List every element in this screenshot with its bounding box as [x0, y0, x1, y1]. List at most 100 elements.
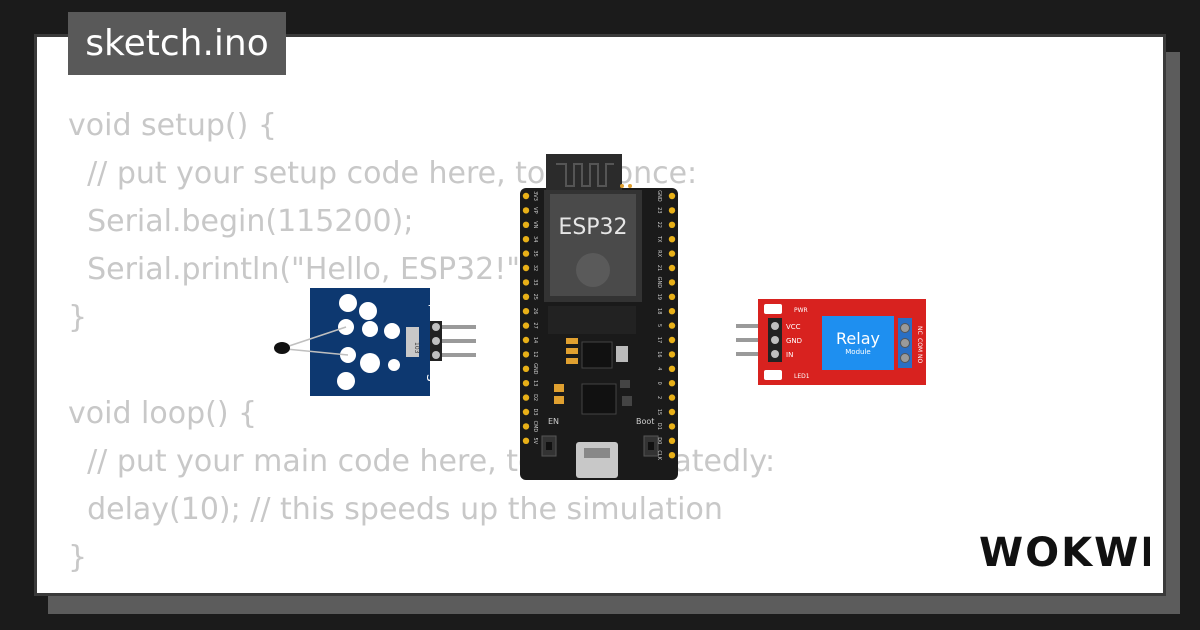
pin-pad[interactable]: [522, 264, 530, 272]
pin-pad[interactable]: [668, 279, 676, 286]
pin-label: GND: [656, 277, 662, 289]
usb-port[interactable]: [576, 442, 618, 478]
resistor-label: 103: [413, 342, 420, 354]
pin-pad[interactable]: [522, 437, 530, 444]
temperature-sensor-module[interactable]: 103 - S: [268, 285, 480, 400]
pin-label: 2: [656, 396, 662, 399]
pin-label: 14: [532, 337, 538, 343]
pin-pad[interactable]: [522, 365, 530, 372]
file-tab[interactable]: sketch.ino: [68, 12, 286, 75]
pin-label: D2: [532, 394, 538, 401]
pin-label: 26: [532, 308, 538, 314]
pin-pad[interactable]: [522, 336, 530, 344]
pin-pad[interactable]: [668, 394, 676, 401]
wokwi-logo: WOKWI: [979, 530, 1150, 576]
pin-pad[interactable]: [668, 236, 676, 243]
usb-port-slot: [584, 448, 610, 458]
code-line: void setup() {: [68, 108, 277, 143]
pin-pad[interactable]: [668, 423, 676, 430]
relay-title: Relay: [836, 329, 880, 348]
code-editor[interactable]: void setup() { // put your setup code he…: [68, 102, 775, 582]
boot-button-label: Boot: [636, 417, 654, 426]
relay-pin-label: VCC: [786, 323, 801, 331]
pin-label: 5: [656, 324, 662, 327]
pin-pad[interactable]: [522, 308, 530, 315]
sensor-resistor: [406, 327, 419, 357]
pin-label: 32: [532, 265, 538, 271]
pin-label: 34: [532, 236, 538, 242]
pin-pad[interactable]: [522, 236, 530, 243]
pin-label: 5V: [532, 437, 538, 444]
terminal-label-nc: NC: [916, 326, 923, 335]
en-button-label: EN: [548, 417, 559, 426]
pin-label: 13: [532, 380, 538, 386]
pin-pad[interactable]: [522, 394, 530, 401]
pin-pad[interactable]: [668, 408, 676, 416]
pin-pad[interactable]: [522, 380, 530, 387]
pin-pad[interactable]: [522, 221, 530, 228]
pin-pad[interactable]: [668, 322, 676, 329]
pin-pad[interactable]: [668, 192, 676, 200]
pin-pad[interactable]: [668, 380, 676, 387]
pin-label: VP: [532, 207, 538, 213]
terminal-label-com: COM: [916, 338, 923, 352]
pin-label: D1: [656, 423, 662, 430]
pin-pad[interactable]: [522, 423, 530, 430]
pin-label: TX: [656, 235, 662, 243]
code-line: Serial.println("Hello, ESP32!");: [68, 252, 542, 287]
pin-pad[interactable]: [522, 408, 530, 416]
pin-pad[interactable]: [668, 365, 676, 372]
pin-pad[interactable]: [668, 437, 676, 444]
pwr-label: PWR: [794, 307, 808, 314]
pin-label: 16: [656, 351, 662, 357]
code-line: }: [68, 300, 88, 335]
pin-label: CMD: [532, 421, 538, 433]
pin-pad[interactable]: [522, 250, 530, 257]
pin-pad[interactable]: [668, 221, 676, 228]
code-line: delay(10); // this speeds up the simulat…: [68, 492, 723, 527]
led1-label: LED1: [794, 373, 810, 380]
pin-label: 4: [656, 367, 662, 370]
relay-block: [822, 316, 894, 370]
pin-label: GND: [532, 363, 538, 375]
pin-label: GND: [656, 190, 662, 202]
terminal-label-no: NO: [916, 354, 923, 363]
code-line: // put your setup code here, to run once…: [68, 156, 698, 191]
pin-pad[interactable]: [668, 351, 676, 358]
pin-pad[interactable]: [668, 293, 676, 300]
code-line: }: [68, 540, 88, 575]
pin-pad[interactable]: [668, 207, 676, 214]
pin-label: 19: [656, 294, 662, 300]
pin-pad[interactable]: [522, 207, 530, 214]
module-base: [548, 306, 636, 334]
pin-pad[interactable]: [522, 279, 530, 286]
board-components: [554, 338, 632, 415]
code-line: void loop() {: [68, 396, 258, 431]
pin-pad[interactable]: [522, 351, 530, 358]
thermistor-bead: [274, 342, 290, 354]
pin-label: 33: [532, 279, 538, 285]
minus-label: -: [428, 298, 432, 312]
pin-pad[interactable]: [668, 308, 676, 315]
pin-label: 12: [532, 351, 538, 357]
pin-label: 27: [532, 322, 538, 328]
pin-pad[interactable]: [668, 250, 676, 257]
led-indicator: [628, 184, 632, 188]
pin-pad[interactable]: [522, 293, 530, 300]
pin-label: 17: [656, 337, 662, 343]
pin-pad[interactable]: [522, 192, 530, 200]
pin-pad[interactable]: [668, 264, 676, 272]
pin-label: 22: [656, 222, 662, 228]
pin-label: 25: [532, 294, 538, 300]
relay-module[interactable]: PWR LED1 VCC GND IN Relay Module NC COM …: [732, 296, 928, 388]
pin-label: CLK: [656, 450, 662, 460]
pin-pad[interactable]: [668, 336, 676, 344]
esp32-board[interactable]: ESP32 EN Boot 3V3VPVN343532332526271412G…: [512, 152, 682, 480]
pin-pad[interactable]: [522, 322, 530, 329]
relay-subtitle: Module: [845, 348, 870, 356]
relay-pin-label: IN: [786, 351, 793, 359]
pin-pad[interactable]: [668, 452, 676, 459]
pin-label: RX: [656, 250, 662, 257]
